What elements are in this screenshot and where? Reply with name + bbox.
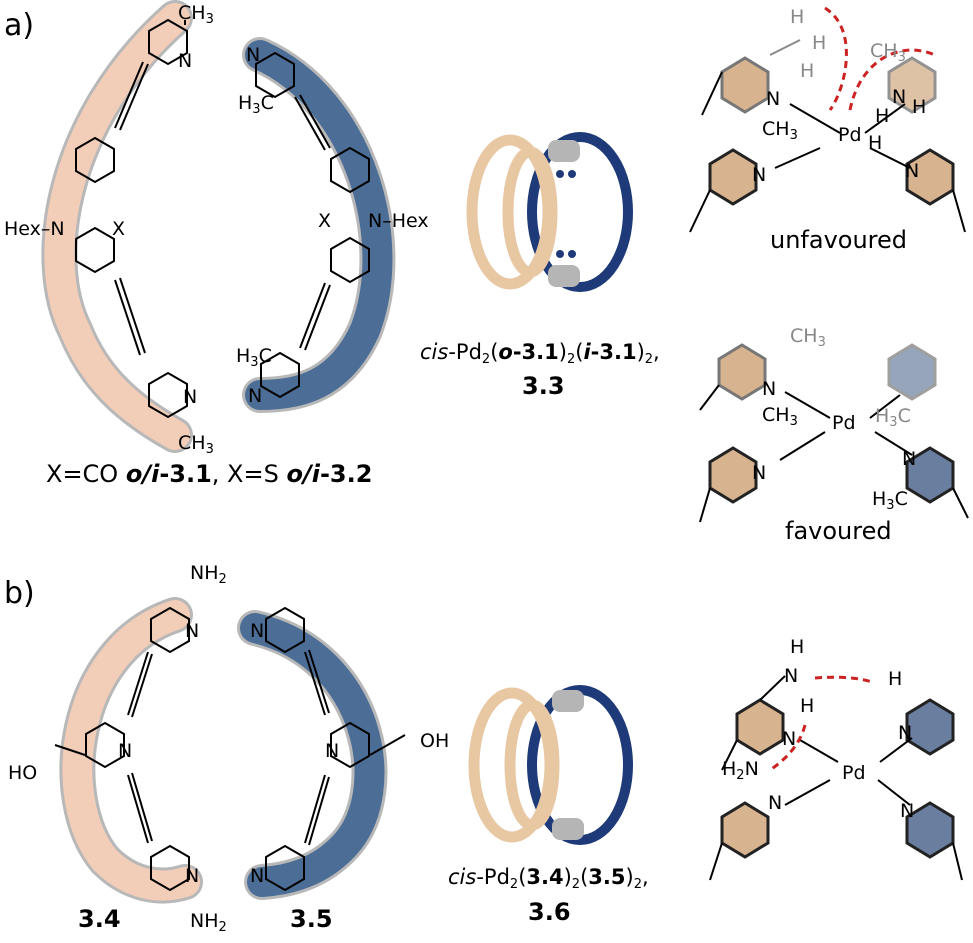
pyridine-n-label: N [185, 620, 200, 642]
pyridine-n-label: N [892, 86, 907, 108]
heteroatom-x-label: X [112, 218, 126, 240]
cage-caption-3-3: cis-Pd2(o-3.1)2(i-3.1)2, [420, 340, 660, 367]
hydroxyl-label: HO [8, 762, 38, 784]
pyridine-n-label: N [752, 164, 767, 186]
pyridine-n-label: N [902, 448, 917, 470]
compound-3-4: 3.4 [78, 905, 121, 933]
hydroxyl-label: OH [420, 730, 450, 752]
pyridine-n-label: N [900, 800, 915, 822]
ligand-3-5-skeleton [265, 607, 406, 891]
pd-label: Pd [838, 124, 862, 146]
ligand-i-skeleton [255, 52, 370, 398]
pyridine-n-label: N [762, 378, 777, 400]
h-label: H [790, 636, 805, 658]
pyridine-n-label: N [118, 740, 133, 762]
pyridine-n-label: N [248, 385, 263, 407]
methyl-label: CH3 [178, 432, 214, 457]
h-label: H [812, 32, 827, 54]
favoured-label: favoured [785, 517, 892, 545]
h-label: H [875, 105, 890, 127]
pyridine-n-label: N [752, 462, 767, 484]
methyl-label: CH3 [762, 118, 798, 143]
compound-3-5: 3.5 [290, 905, 333, 933]
h-label: H [790, 6, 805, 28]
hbond-complex [709, 675, 963, 881]
h-label: H [888, 668, 903, 690]
pyridine-n-label: N [250, 620, 265, 642]
pyridine-n-label: N [766, 88, 781, 110]
ligand-caption-a: X=CO o/i-3.1, X=S o/i-3.2 [46, 460, 373, 488]
unfavoured-label: unfavoured [770, 226, 908, 254]
amino-label: H2N [722, 758, 759, 783]
hexyl-label: Hex–N [4, 218, 65, 240]
cage-caption-3-6: cis-Pd2(3.4)2(3.5)2, [448, 865, 649, 892]
compound-3-6: 3.6 [528, 898, 571, 926]
heteroatom-x-label: X [318, 210, 332, 232]
methyl-label: CH3 [762, 404, 798, 429]
pyridine-n-label: N [183, 386, 198, 408]
amino-label: NH2 [190, 562, 227, 587]
h-label: H [912, 96, 927, 118]
methyl-label: H3C [236, 345, 272, 370]
methyl-label: CH3 [870, 40, 906, 65]
compound-3-3: 3.3 [522, 372, 565, 400]
pyridine-n-label: N [185, 865, 200, 887]
h-label: H [800, 695, 815, 717]
panel-a-label: a) [4, 8, 35, 43]
pyridine-n-label: N [768, 792, 783, 814]
pd-label: Pd [832, 412, 856, 434]
h-label: H [868, 132, 883, 154]
pyridine-n-label: N [325, 740, 340, 762]
h-label: H [800, 60, 815, 82]
ligand-3-4-skeleton [54, 607, 190, 891]
pyridine-n-label: N [905, 160, 920, 182]
methyl-label: CH3 [178, 2, 214, 27]
pyridine-n-label: N [898, 722, 913, 744]
amino-n-label: N [784, 665, 799, 687]
panel-b-label: b) [4, 576, 35, 611]
methyl-label: CH3 [790, 325, 826, 350]
pyridine-n-label: N [178, 50, 193, 72]
pyridine-n-label: N [250, 865, 265, 887]
pyridine-n-label: N [782, 728, 797, 750]
amino-label: NH2 [190, 910, 227, 935]
pyridine-n-label: N [246, 44, 261, 66]
favoured-complex [699, 343, 969, 523]
ligand-o-skeleton [75, 19, 188, 418]
cage-3-6 [468, 685, 633, 845]
unfavoured-complex [689, 6, 966, 233]
methyl-label: H3C [238, 92, 274, 117]
cage-3-3 [466, 132, 633, 292]
methyl-label: H3C [872, 488, 908, 513]
methyl-label: H3C [875, 405, 911, 430]
hexyl-label: N–Hex [368, 210, 429, 232]
pd-label: Pd [842, 762, 866, 784]
